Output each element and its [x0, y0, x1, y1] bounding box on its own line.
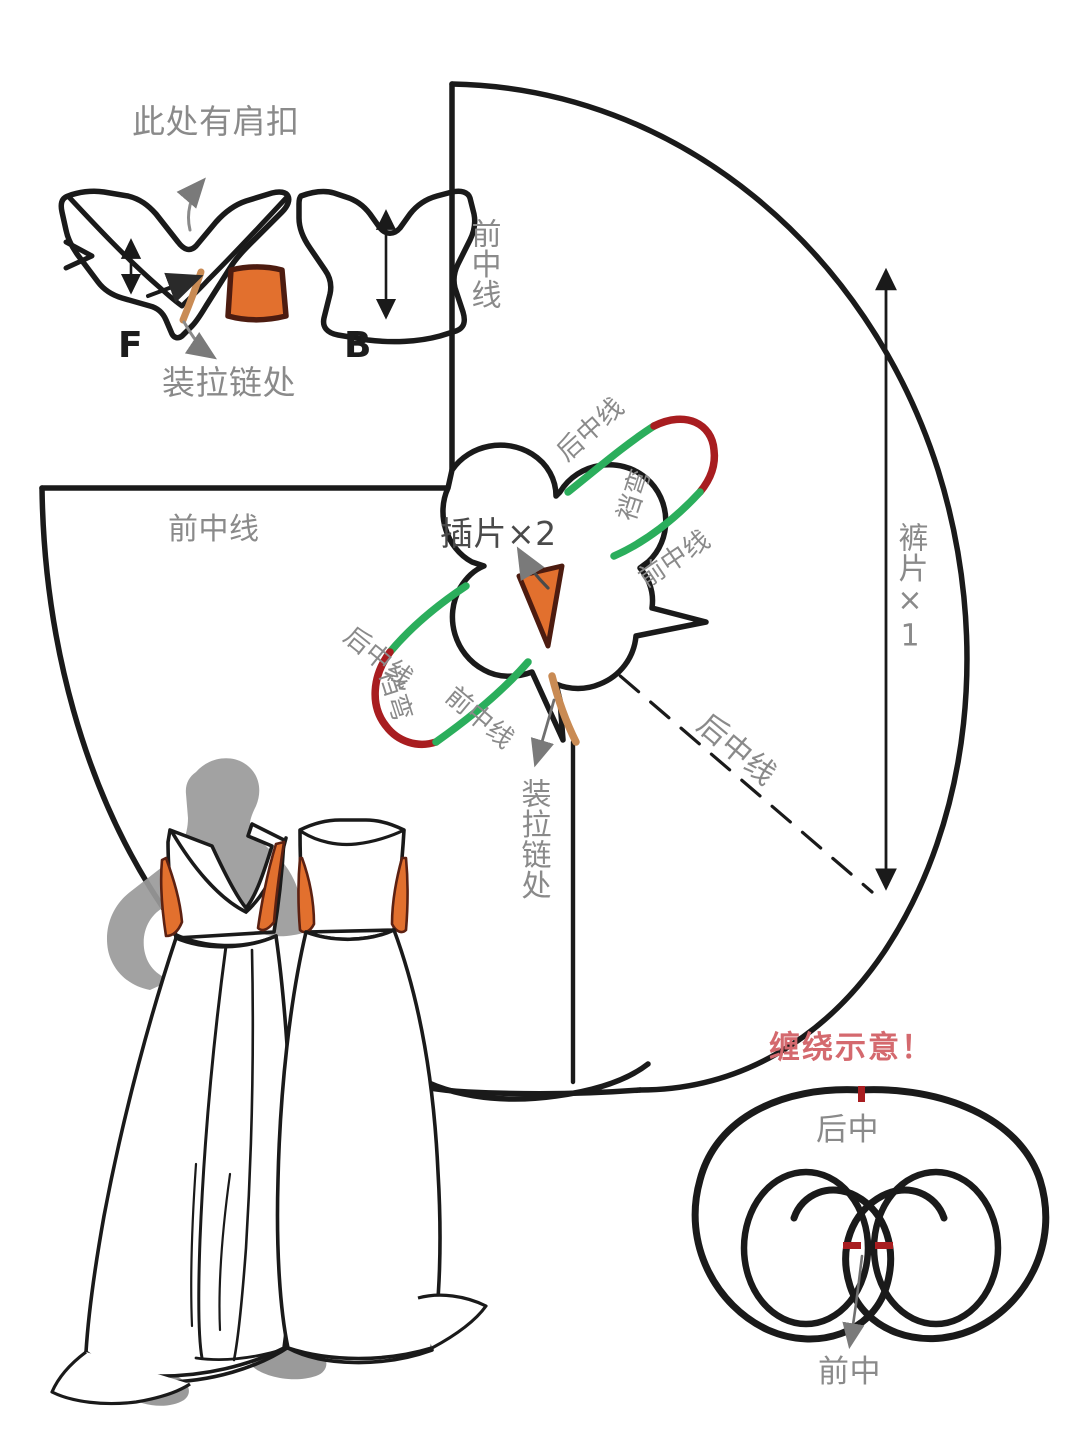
wrap-back-center-tick [858, 1086, 865, 1102]
gown-back-orange-right [390, 856, 409, 934]
insert-label-arrow [516, 546, 550, 590]
front-bodice-side-notch [63, 239, 95, 271]
upper-loop-back-center-green [564, 422, 658, 496]
fashion-illustration-group [50, 758, 488, 1406]
lower-loop-crotch-curve-red [371, 648, 440, 749]
gown-front-fold-right [232, 948, 255, 1362]
gusset-zipper-callout-arrow [530, 698, 556, 768]
wrap-back-center-label: 后中 [816, 1112, 879, 1148]
pants-panel-group [39, 81, 970, 1102]
bodice-zipper-note: 装拉链处 [162, 363, 296, 402]
gusset-zipper-note: 装拉链处 [515, 778, 551, 900]
wrap-schematic-title: 缠绕示意！ [769, 1030, 934, 1066]
gusset-zipper-edge [548, 672, 580, 746]
upper-loop-front-center-green [610, 488, 704, 560]
wrap-front-center-tick-right [875, 1242, 893, 1249]
pants-panel-top-arc [449, 81, 970, 1093]
orange-insert-swatch [225, 264, 289, 323]
back-piece-letter: B [344, 325, 372, 366]
wrap-outer-loop-left [691, 1086, 895, 1343]
gown-back-neckline [300, 828, 406, 847]
wrap-front-center-label: 前中 [818, 1354, 881, 1390]
gown-front-orange-side-left [159, 856, 184, 938]
gown-back-train [417, 1293, 488, 1350]
gown-front-fold-center [197, 944, 228, 1360]
upper-loop-crotch-curve-red [650, 415, 719, 496]
bodice-pattern-group [58, 177, 478, 360]
gusset-insert-label: 插片×2 [440, 514, 557, 553]
wrap-inner-circle-left [740, 1168, 872, 1328]
shoulder-clasp-note: 此处有肩扣 [132, 102, 300, 141]
back-center-dashed-line [588, 648, 874, 894]
pants-panel-hem-notch [403, 1061, 651, 1102]
zipper-callout-arrow [182, 320, 217, 360]
gown-front-skirt [84, 934, 296, 1378]
gown-back-ground-line [194, 1346, 290, 1361]
front-center-line-left: 前中线 [168, 512, 260, 547]
gown-back-skirt [275, 928, 442, 1361]
gown-back-hem [286, 1346, 434, 1365]
wrap-inner-circle-right [870, 1168, 1002, 1328]
front-piece-letter: F [118, 325, 143, 366]
gown-front-fold-drape-b [218, 1172, 232, 1332]
shoulder-clasp-callout-arrow [176, 177, 206, 232]
zipper-pointer-arrow [146, 272, 204, 303]
lower-loop-back-center-green [386, 582, 470, 656]
front-bodice-piece [58, 188, 292, 341]
wrap-front-center-arrow [842, 1254, 865, 1350]
pants-piece-count-label: 裤片×1 [892, 522, 928, 654]
wrap-front-center-tick-left [843, 1242, 861, 1249]
front-center-line-top: 前中线 [465, 218, 501, 310]
lower-loop-front-center-green [432, 658, 532, 746]
gown-front-fold-drape-a [190, 1162, 198, 1328]
wrap-schematic-group [691, 1086, 1050, 1350]
gown-front-orange-side-right [256, 840, 286, 932]
gusset-insert-group [371, 415, 719, 768]
wrap-outer-loop [842, 1086, 1050, 1342]
gown-front-train [50, 1350, 191, 1406]
